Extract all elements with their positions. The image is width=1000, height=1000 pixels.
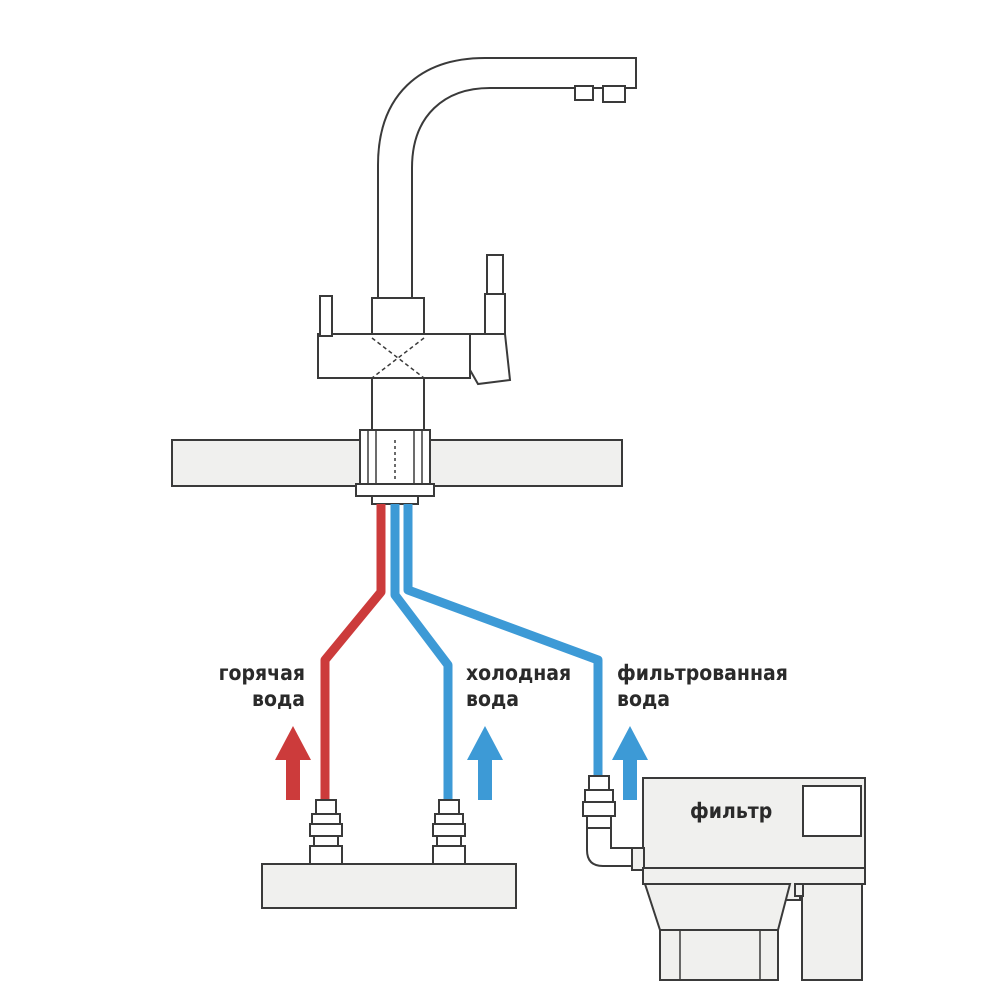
filter-label: фильтр [690, 799, 772, 823]
hot-water-arrow [275, 726, 311, 800]
filtered-water-label-line1: фильтрованная [617, 661, 788, 685]
cold-water-label-line1: холодная [466, 661, 571, 685]
mounting-nut [355, 429, 435, 505]
right-handle [469, 254, 512, 386]
supply-plate [261, 863, 517, 909]
faucet-body [317, 297, 471, 435]
hot-water-label-line2: вода [252, 687, 305, 711]
cold-water-arrow [467, 726, 503, 800]
hot-water-fitting [309, 799, 343, 865]
hot-water-hose [320, 504, 386, 800]
cold-water-label-line2: вода [466, 687, 519, 711]
faucet-spout [377, 57, 637, 301]
filtered-water-label-line2: вода [617, 687, 670, 711]
cold-water-hose [390, 504, 453, 800]
left-handle [319, 295, 333, 337]
hot-water-label-line1: горячая [219, 661, 305, 685]
filter-unit [631, 777, 866, 981]
filtered-water-arrow [612, 726, 648, 800]
filtered-water-hose [403, 504, 603, 778]
filtered-water-fitting [582, 775, 641, 867]
cold-water-fitting [432, 799, 466, 865]
